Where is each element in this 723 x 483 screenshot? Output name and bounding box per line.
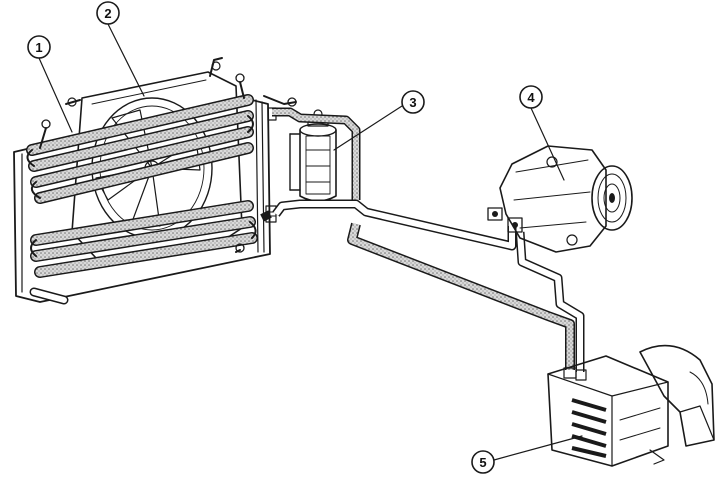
evaporator-fins	[571, 398, 607, 458]
callout-4: 4	[519, 85, 565, 181]
callout-1: 1	[27, 35, 73, 133]
callout-3: 3	[333, 90, 425, 151]
condenser	[13, 73, 297, 305]
callout-5: 5	[471, 435, 583, 474]
refrigerant-lines	[260, 107, 585, 372]
evaporator	[547, 344, 715, 467]
callout-2: 2	[96, 1, 145, 97]
callout-1-label: 1	[35, 40, 42, 55]
callout-2-label: 2	[104, 6, 111, 21]
callout-5-label: 5	[479, 455, 486, 470]
callout-3-label: 3	[409, 95, 416, 110]
callout-4-label: 4	[527, 90, 535, 105]
compressor	[487, 145, 633, 253]
